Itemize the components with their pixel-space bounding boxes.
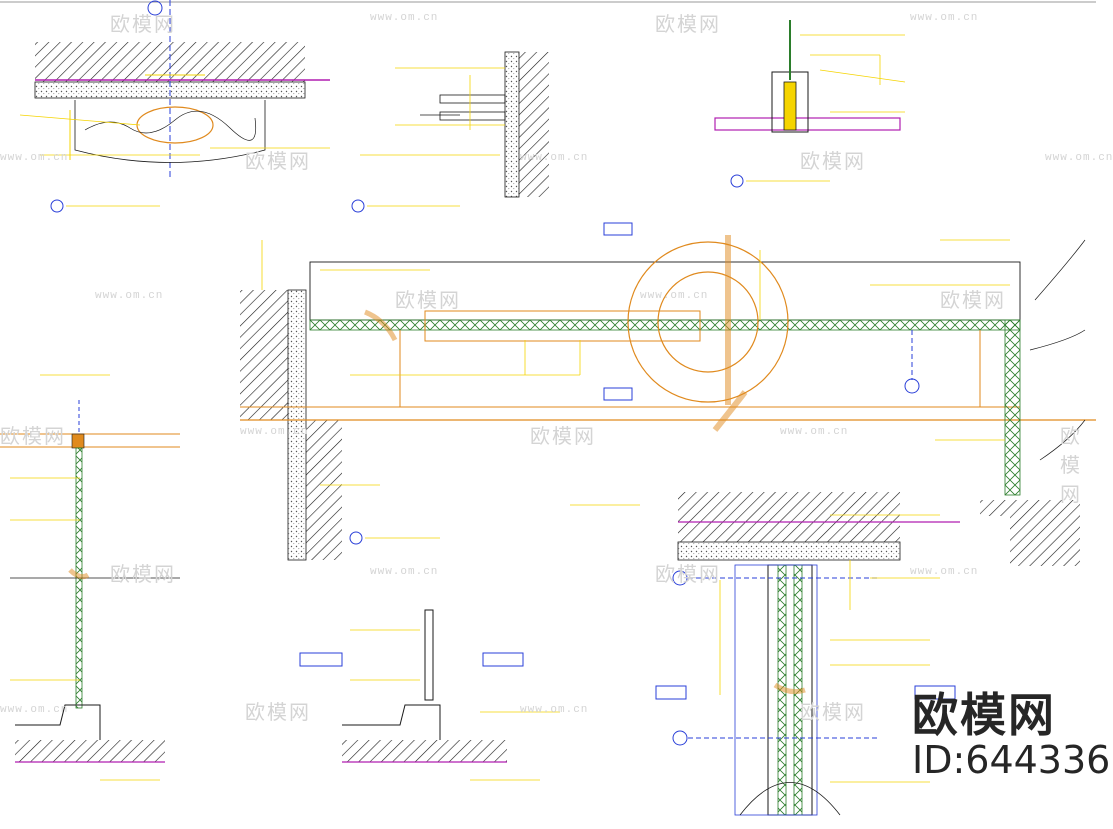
brand-name: 欧模网: [912, 688, 1056, 742]
brand-logo: 欧模网 ID:644336: [912, 690, 1110, 780]
detail-ceiling-section: [240, 235, 1096, 566]
detail-floor-step: [342, 609, 560, 781]
detail-ceiling-ornament: [19, 0, 330, 213]
detail-floor-joint: [714, 20, 906, 188]
detail-partition-left: [0, 374, 180, 781]
section-tags: [299, 222, 956, 700]
detail-column-section: [570, 492, 960, 816]
brand-id: ID:644336: [912, 738, 1111, 782]
detail-wall-bracket: [351, 51, 549, 213]
